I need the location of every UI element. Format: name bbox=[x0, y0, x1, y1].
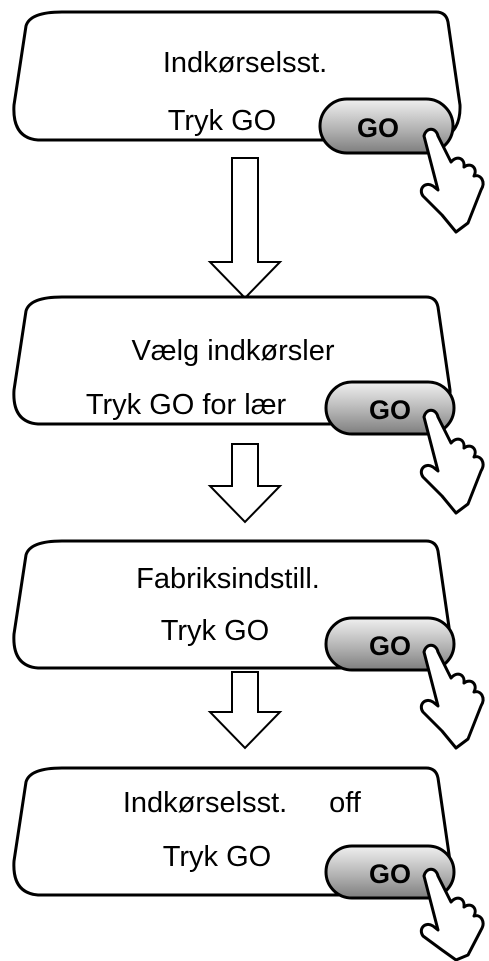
svg-text:GO: GO bbox=[369, 631, 411, 661]
screen-line-2: Tryk GO for lær bbox=[86, 389, 287, 421]
screen-line-1: Vælg indkørsler bbox=[131, 335, 334, 367]
down-arrow-icon bbox=[207, 157, 283, 300]
screen-line-1-value: off bbox=[329, 787, 362, 819]
screen-3: Fabriksindstill. Tryk GO GO bbox=[12, 539, 485, 750]
screen-1: Indkørselsst. Tryk GO GO bbox=[12, 10, 485, 234]
svg-text:GO: GO bbox=[369, 859, 411, 889]
screen-line-1: Indkørselsst. bbox=[163, 47, 327, 79]
go-button[interactable]: GO bbox=[324, 616, 456, 672]
pointing-hand-icon bbox=[419, 867, 485, 961]
screen-line-2: Tryk GO bbox=[168, 105, 276, 137]
svg-text:GO: GO bbox=[369, 395, 411, 425]
screen-line-2: Tryk GO bbox=[161, 615, 269, 647]
pointing-hand-icon bbox=[419, 643, 485, 750]
go-button[interactable]: GO bbox=[318, 97, 455, 155]
screen-line-1: Indkørselsst. bbox=[123, 787, 287, 819]
go-button[interactable]: GO bbox=[324, 380, 456, 436]
svg-text:GO: GO bbox=[357, 113, 399, 143]
screen-2: Vælg indkørsler Tryk GO for lær GO bbox=[12, 295, 485, 515]
down-arrow-icon bbox=[207, 443, 283, 524]
screen-line-1: Fabriksindstill. bbox=[136, 563, 320, 595]
screen-line-2: Tryk GO bbox=[163, 841, 271, 873]
pointing-hand-icon bbox=[419, 127, 485, 234]
down-arrow-icon bbox=[207, 671, 283, 750]
go-button[interactable]: GO bbox=[324, 844, 456, 900]
pointing-hand-icon bbox=[419, 408, 485, 515]
screen-4: Indkørselsst. off Tryk GO GO bbox=[12, 766, 485, 961]
